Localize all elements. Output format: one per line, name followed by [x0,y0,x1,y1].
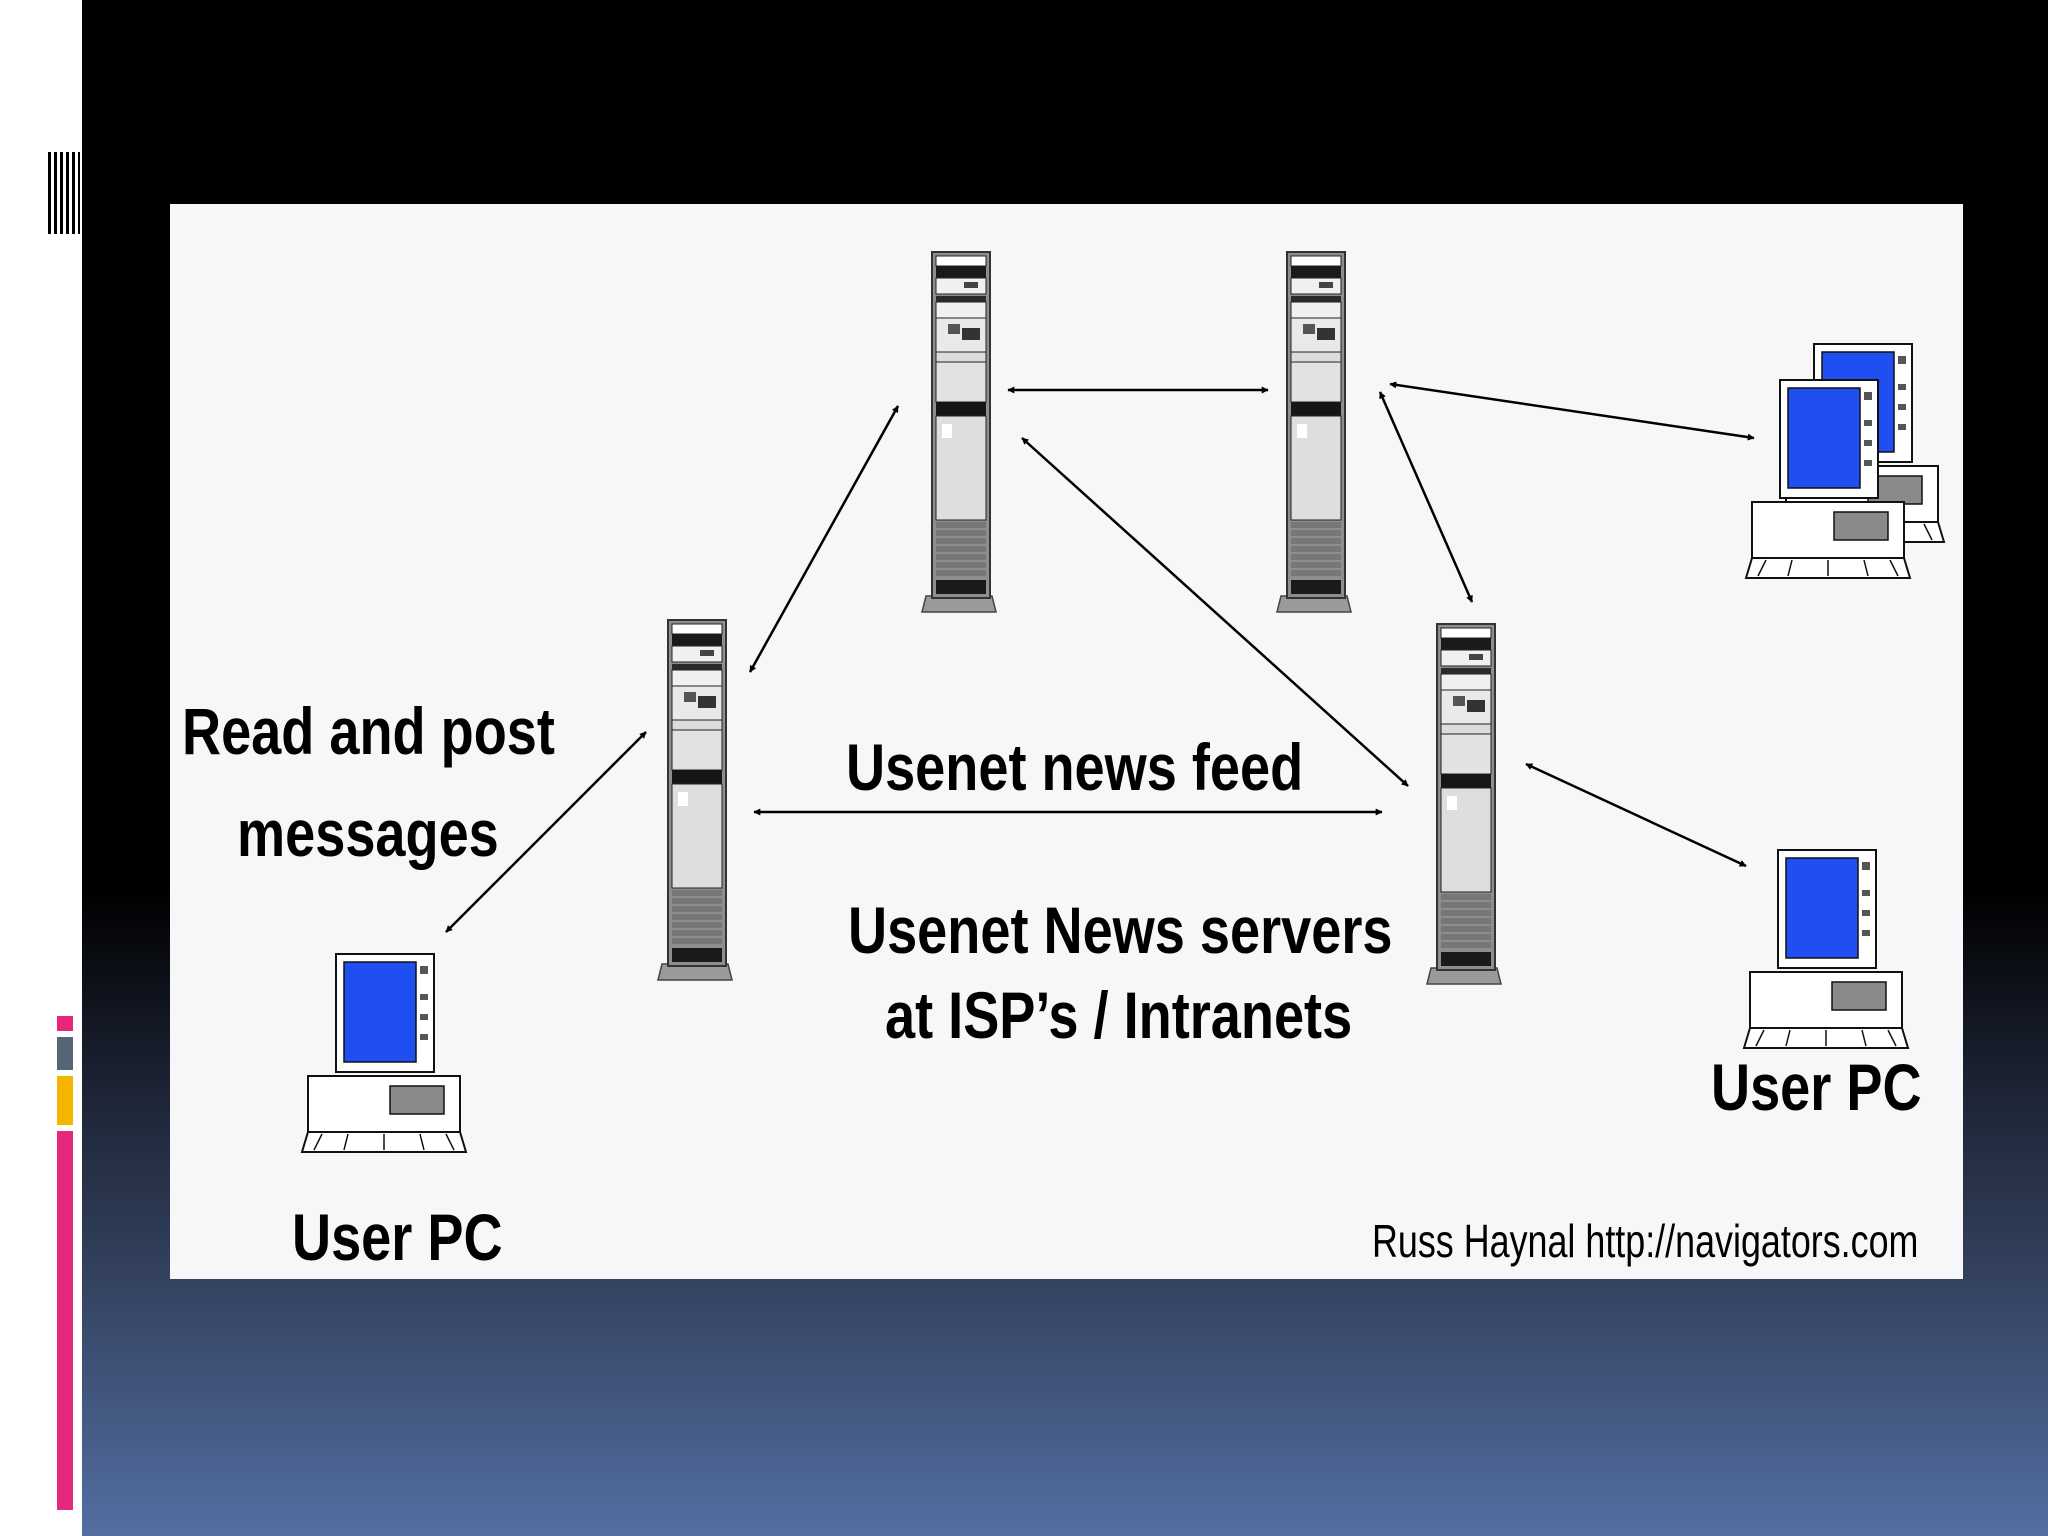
user-pc-icon [301,953,467,1153]
server-icon [1426,623,1502,985]
user-pc-icon [1743,849,1909,1049]
arrow-pc-left-to-server-left [445,731,647,933]
isp-intranets-label: at ISP’s / Intranets [885,978,1353,1052]
accent-bar-pink [57,1131,73,1510]
accent-bar-gray [57,1037,73,1070]
usenet-diagram [301,251,1945,1153]
news-feed-label: Usenet news feed [846,730,1304,804]
user-pc-label-right: User PC [1711,1050,1922,1124]
accent-bar-pink-top [57,1016,73,1031]
arrow-server-right-to-pc [1525,762,1747,868]
server-icon [657,619,733,981]
accent-bar-yellow [57,1076,73,1125]
arrow-server-top-right-to-pc [1389,381,1755,441]
arrow-server-top-right-to-right [1378,391,1474,603]
server-icon [1276,251,1352,613]
messages-label: messages [237,796,499,870]
credit-label: Russ Haynal http://navigators.com [1372,1215,1919,1267]
arrow-server-left-to-top-left [748,405,900,673]
server-icon [921,251,997,613]
arrow-server-top-left-to-right [1021,437,1409,787]
news-servers-label: Usenet News servers [848,893,1393,967]
user-pc-label-left: User PC [292,1200,503,1274]
usenet-diagram-panel: Read and post messages Usenet news feed … [170,204,1963,1279]
hatch-decoration [48,152,80,234]
read-post-label: Read and post [182,694,555,768]
